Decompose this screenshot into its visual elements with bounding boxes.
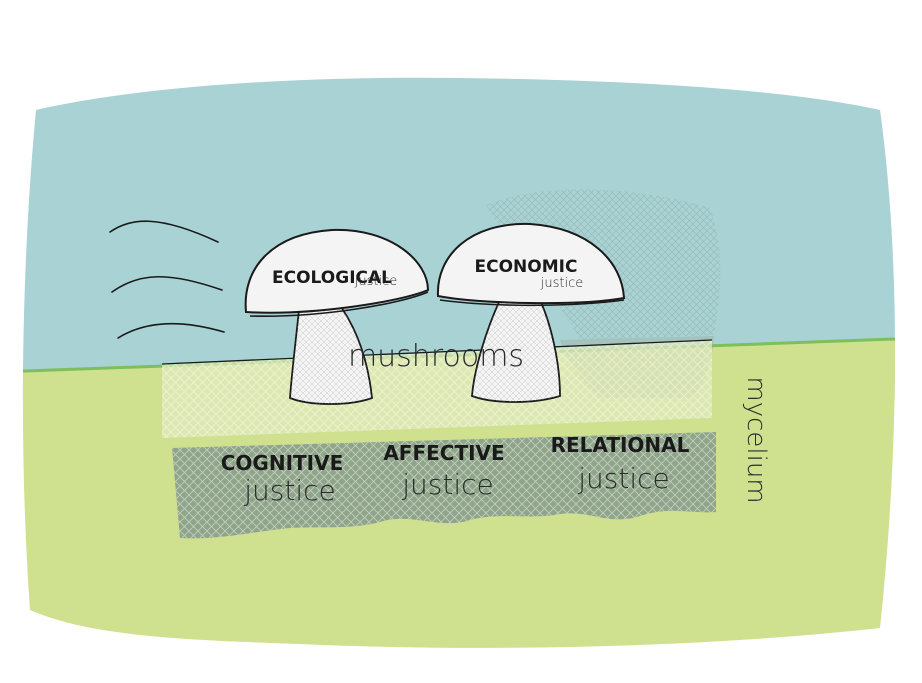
mushroom-cap [436, 222, 626, 305]
mushroom-cap [244, 228, 430, 314]
wind-line [109, 220, 219, 243]
mushroom-2-subtitle: justice [540, 276, 583, 291]
mushroom-cap-rim [249, 291, 429, 317]
mycelium-item-3-subtitle: justice [577, 462, 670, 495]
mushroom-ecological [244, 228, 430, 405]
wind-line [117, 322, 225, 339]
mycelium-item-3-title: RELATIONAL [551, 433, 690, 457]
mycelium-band-hatch [172, 432, 716, 539]
wind-lines [109, 220, 225, 339]
mushroom-economic [436, 222, 626, 403]
mycelium-item-2-subtitle: justice [401, 468, 494, 501]
mycelium-item-1-title: COGNITIVE [221, 451, 344, 475]
wind-line [111, 275, 223, 293]
mushroom-stem-hatch [472, 300, 560, 402]
mushroom-1-subtitle: justice [354, 274, 397, 289]
mushrooms-label: mushrooms [348, 339, 524, 374]
mycelium-label: mycelium [741, 376, 771, 503]
mycelium-item-1-subtitle: justice [243, 474, 336, 507]
mushroom-1-title: ECOLOGICAL [272, 268, 392, 288]
mushroom-cap-rim [439, 299, 625, 307]
mushrooms-band-edge [161, 339, 713, 365]
mushroom-2-title: ECONOMIC [475, 257, 578, 277]
mycelium-item-2-title: AFFECTIVE [383, 441, 504, 465]
mushroom-stem-hatch [290, 300, 372, 404]
